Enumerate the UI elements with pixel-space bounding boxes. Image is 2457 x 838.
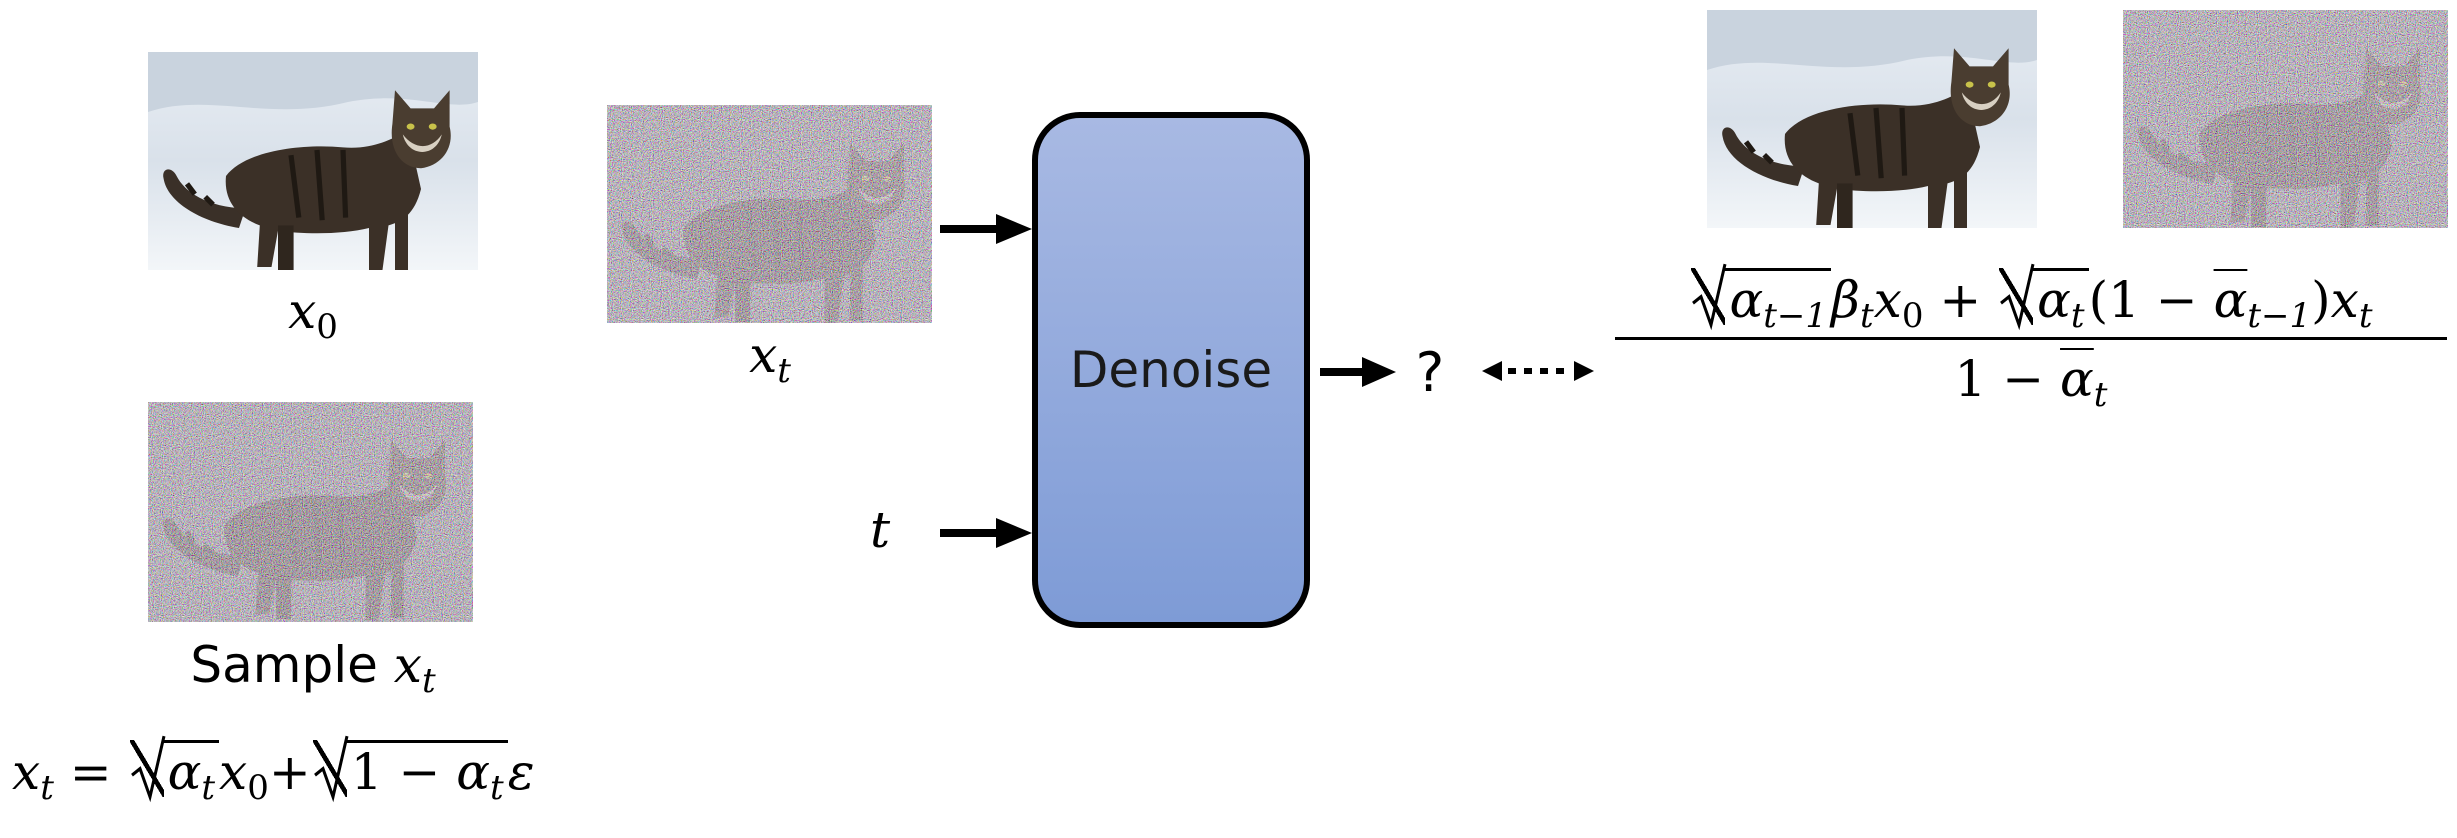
label-xt: xt	[749, 326, 791, 392]
noisy-cat-photo-right	[2123, 10, 2448, 228]
label-t: t	[869, 501, 891, 559]
denoise-block: Denoise	[1032, 112, 1310, 628]
sqrt-one-minus-alpha-bar: 1 − αt	[312, 735, 508, 805]
formula-denominator: 1 − αt	[1954, 350, 2108, 416]
dotted-double-arrow-icon	[1482, 361, 1594, 381]
formula-forward: xt = αtx0+1 − αtε	[12, 735, 535, 805]
right-arrow-icon	[940, 518, 1032, 548]
label-question: ?	[1415, 341, 1445, 404]
noisy-cat-photo-xt	[607, 105, 932, 323]
right-arrow-icon	[1320, 357, 1396, 387]
cat-photo-x0	[148, 52, 478, 270]
label-x0: x0	[288, 282, 338, 348]
cat-photo-clean-right	[1707, 10, 2037, 228]
denoise-label: Denoise	[1069, 341, 1273, 399]
label-sample-xt: Sample xt	[190, 636, 436, 702]
right-arrow-icon	[940, 214, 1032, 244]
formula-posterior-mean: αt−1βtx0 + αt(1 − αt−1)xt 1 − αt	[1615, 263, 2447, 416]
formula-numerator: αt−1βtx0 + αt(1 − αt−1)xt	[1615, 263, 2447, 337]
sqrt-alpha-bar: αt	[129, 735, 219, 805]
fraction-bar	[1615, 337, 2447, 340]
noisy-cat-photo-sample	[148, 402, 473, 622]
